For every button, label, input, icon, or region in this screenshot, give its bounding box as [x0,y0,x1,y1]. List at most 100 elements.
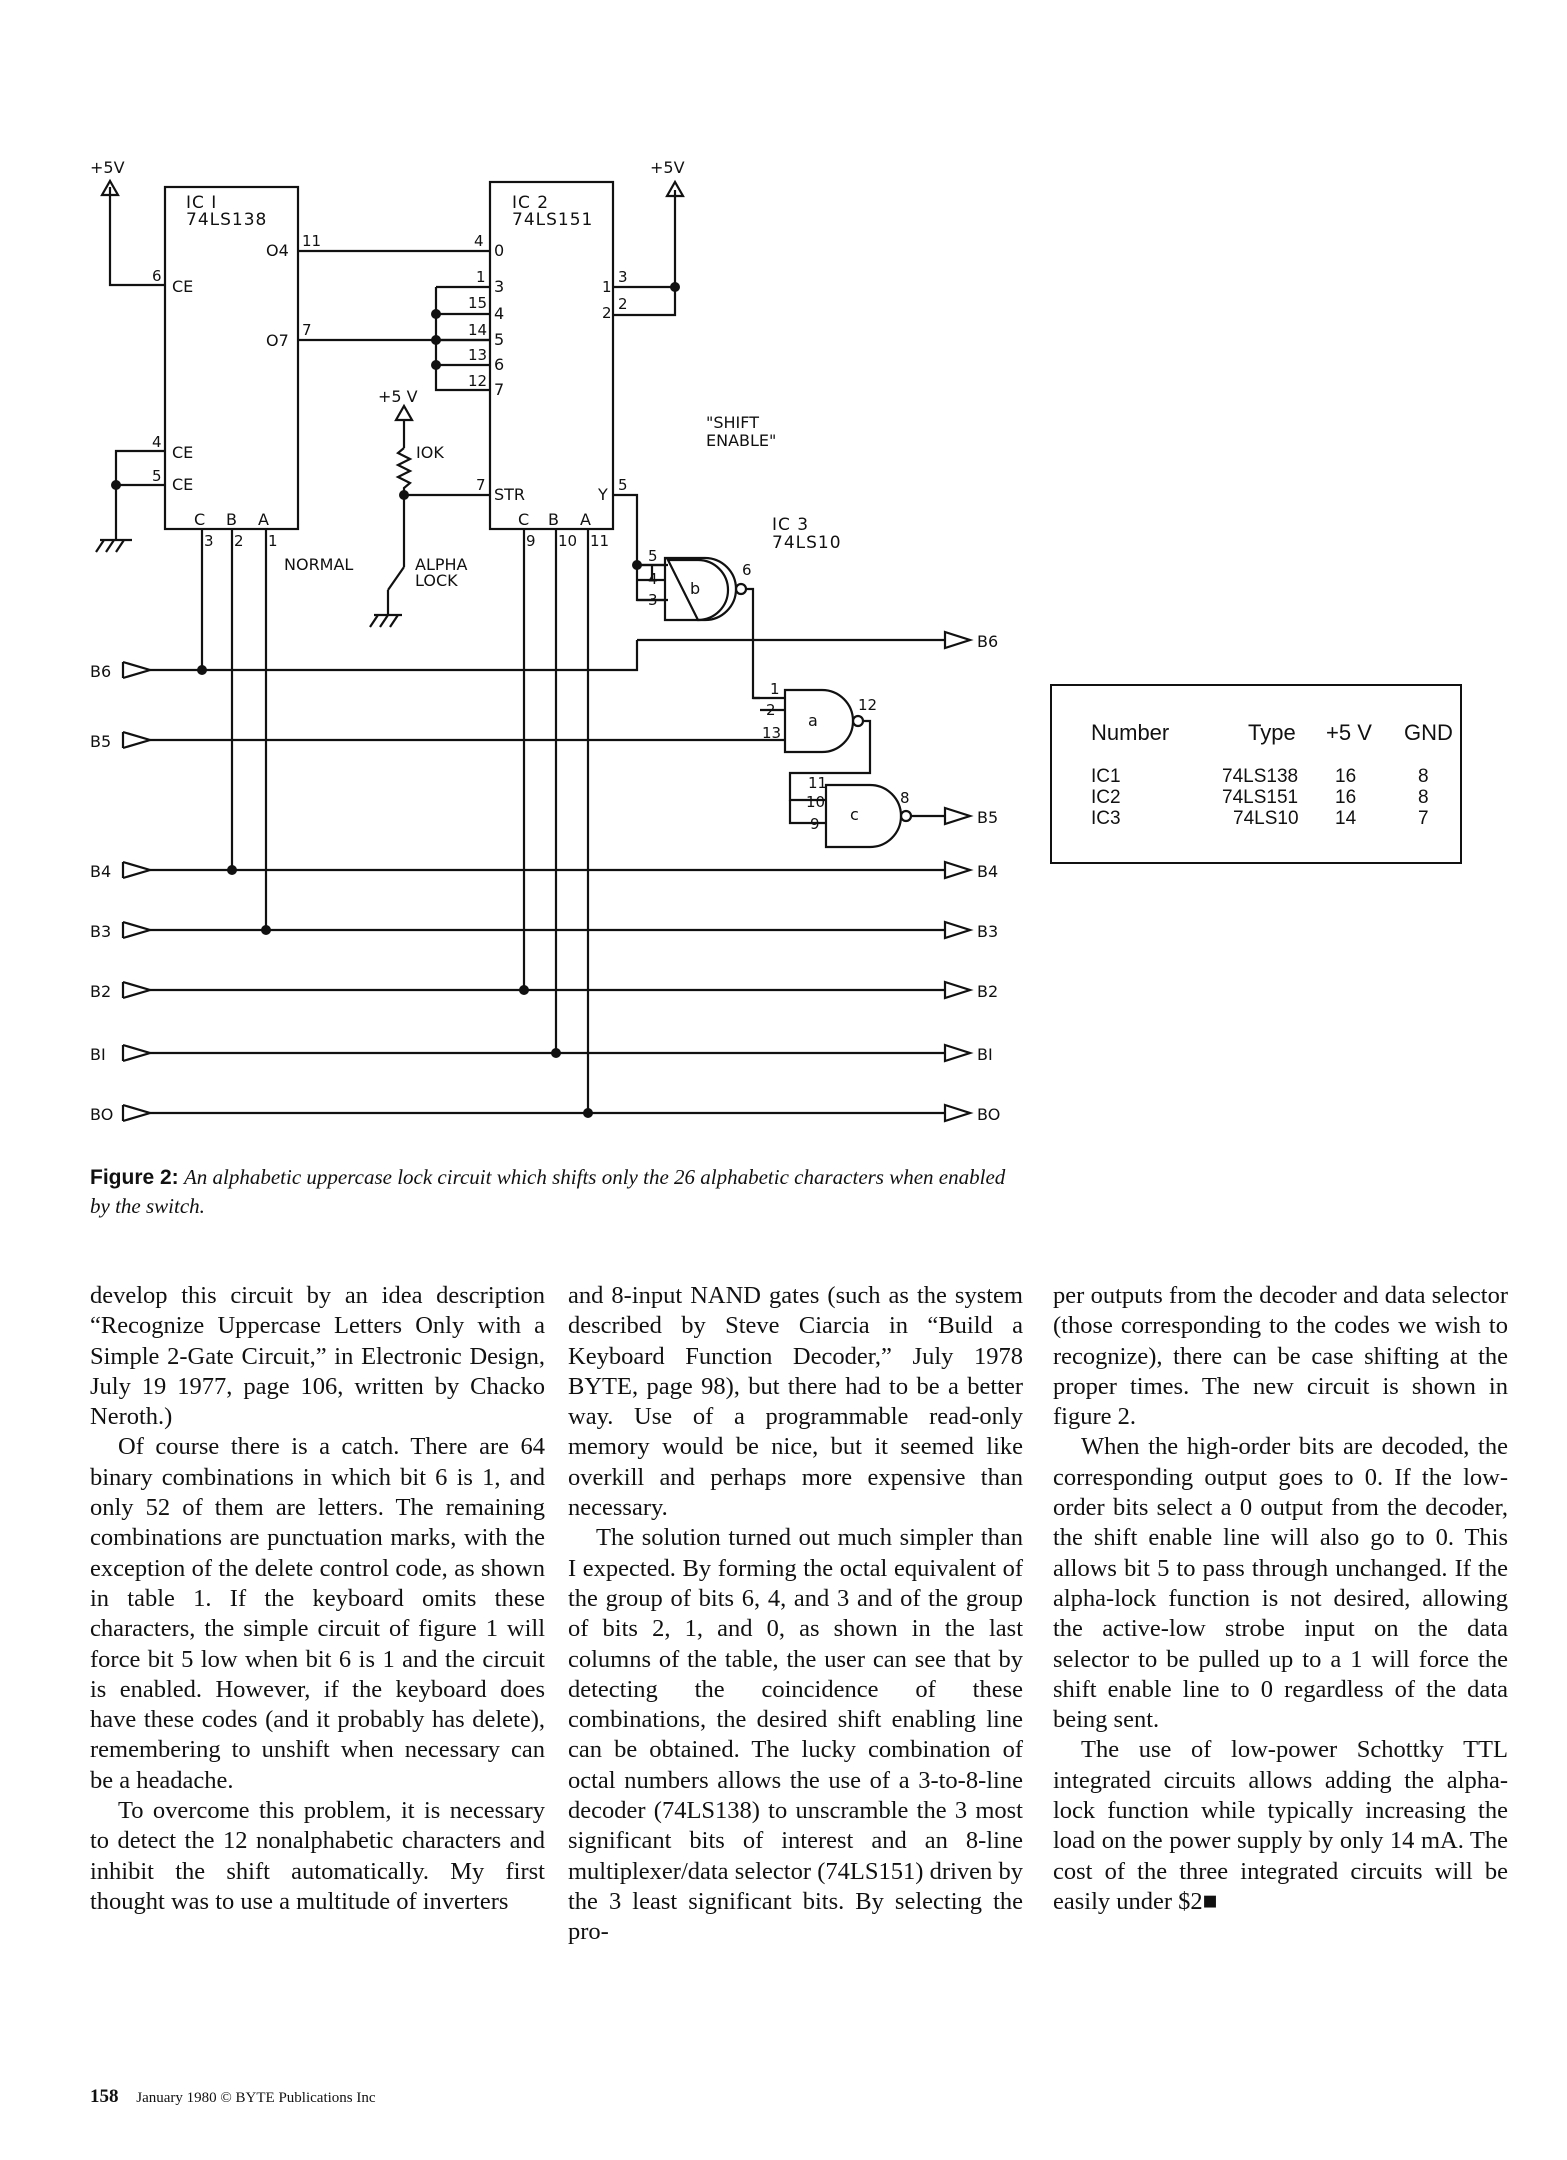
supply-mid-label: +5 V [378,387,418,406]
ic1-pin: 2 [234,532,244,550]
parts-table-header: Number Type +5 V GND [1052,720,1460,748]
gate-c-pin: 9 [810,815,820,833]
cell: 8 [1418,787,1429,808]
gate-a-label: a [808,711,818,730]
input-label: BO [90,1105,113,1124]
gate-b-pin: 5 [648,547,658,565]
output-label: B2 [977,982,998,1001]
ic1-part: 74LS138 [186,210,267,230]
col-power: +5 V [1326,720,1372,745]
supply-right-label: +5V [650,158,685,177]
ic1-ref: IC I [186,193,217,213]
ic1-pin: 4 [152,433,162,451]
input-label: B6 [90,662,111,681]
text-column-1: develop this circuit by an idea descript… [90,1281,545,1917]
ic1-pin: 1 [268,532,278,550]
gate-c-label: c [850,805,859,824]
gate-b-label: b [690,579,700,598]
cell: 74LS151 [1222,787,1299,808]
gate-c-pin: 10 [806,793,825,811]
ic1-pin: 11 [302,232,321,250]
ic1-pin: 6 [152,267,162,285]
ic2-pin: 12 [468,372,487,390]
ic2-input: 5 [494,330,504,349]
switch-alpha-label-1: ALPHA [415,555,468,574]
parts-table: Number Type +5 V GND IC1 74LS138 16 8 IC… [1050,684,1462,864]
figure-caption-text: An alphabetic uppercase lock circuit whi… [90,1165,1006,1218]
cell: 16 [1335,766,1357,787]
ic2-y: Y [597,485,608,504]
output-label: B4 [977,862,998,881]
paragraph: Of course there is a catch. There are 64… [90,1433,545,1794]
ic1-pin: 3 [204,532,214,550]
gate-a-pin: 13 [762,724,781,742]
ic3-ref: IC 3 [772,515,809,535]
ic2-pin: 7 [476,476,486,494]
ic3-part: 74LS10 [772,533,842,553]
input-label: B4 [90,862,111,881]
ic1-ce-bar-1: CE [172,443,193,462]
ic2-pin: 5 [618,476,628,494]
ic2-pin: 10 [558,532,577,550]
circuit-schematic: +5V +5V +5 V IOK "SHIFT ENABLE" NORMAL A… [90,158,1000,1124]
ic1-a: A [258,510,269,529]
gate-b-pin: 6 [742,561,752,579]
shift-enable-label-1: "SHIFT [706,413,759,432]
output-label: B5 [977,808,998,827]
ic2-pin: 2 [602,304,612,322]
text-column-3: per outputs from the decoder and data se… [1053,1281,1508,1917]
cell: 74LS138 [1222,766,1299,787]
col-gnd: GND [1404,720,1453,745]
ic1-pin: 7 [302,321,312,339]
page-number: 158 [90,2086,119,2107]
ic1-o7: O7 [266,331,289,350]
table-row: IC3 74LS10 14 7 [1052,808,1460,830]
col-number: Number [1091,720,1170,745]
ic2-ref: IC 2 [512,193,549,213]
paragraph: develop this circuit by an idea descript… [90,1282,545,1431]
paragraph: and 8-input NAND gates (such as the syst… [568,1282,1023,1522]
table-row: IC1 74LS138 16 8 [1052,766,1460,788]
text-column-2: and 8-input NAND gates (such as the syst… [568,1281,1023,1948]
cell: 8 [1418,766,1429,787]
input-label: BI [90,1045,106,1064]
ic2-box [488,180,615,531]
output-label: B6 [977,632,998,651]
cell: IC3 [1091,808,1121,829]
ic2-c: C [518,510,529,529]
gate-c-pin: 11 [808,774,827,792]
paragraph: The solution turned out much simpler tha… [568,1524,1023,1946]
paragraph: per outputs from the decoder and data se… [1053,1282,1508,1431]
gate-b-pin: 4 [648,570,658,588]
cell: IC1 [1091,766,1121,787]
footer-text: January 1980 © BYTE Publications Inc [136,2090,376,2106]
ic2-input: 6 [494,355,504,374]
ic1-ce: CE [172,277,193,296]
ic2-pin: 15 [468,294,487,312]
gate-b-pin: 3 [648,591,658,609]
ic2-input: 7 [494,380,504,399]
cell: 14 [1335,808,1357,829]
input-label: B3 [90,922,111,941]
ic1-o4: O4 [266,241,289,260]
cell: 74LS10 [1233,808,1299,829]
cell: 7 [1418,808,1429,829]
ic1-ce-bar-2: CE [172,475,193,494]
paragraph: To overcome this problem, it is necessar… [90,1797,545,1915]
ic2-pin: 3 [618,268,628,286]
output-label: BO [977,1105,1000,1124]
ic2-input: 4 [494,304,504,323]
ic2-pin: 4 [474,232,484,250]
output-label: BI [977,1045,993,1064]
resistor-label: IOK [416,443,444,462]
gate-a-pin: 2 [766,701,776,719]
gate-a-pin: 1 [770,680,780,698]
ic2-input: 3 [494,277,504,296]
ic2-pin: 2 [618,295,628,313]
ic2-pin: 1 [476,268,486,286]
ic2-a: A [580,510,591,529]
ic2-b: B [548,510,559,529]
shift-enable-label-2: ENABLE" [706,431,776,450]
figure-label: Figure 2: [90,1166,179,1189]
paragraph: When the high-order bits are decoded, th… [1053,1433,1508,1734]
